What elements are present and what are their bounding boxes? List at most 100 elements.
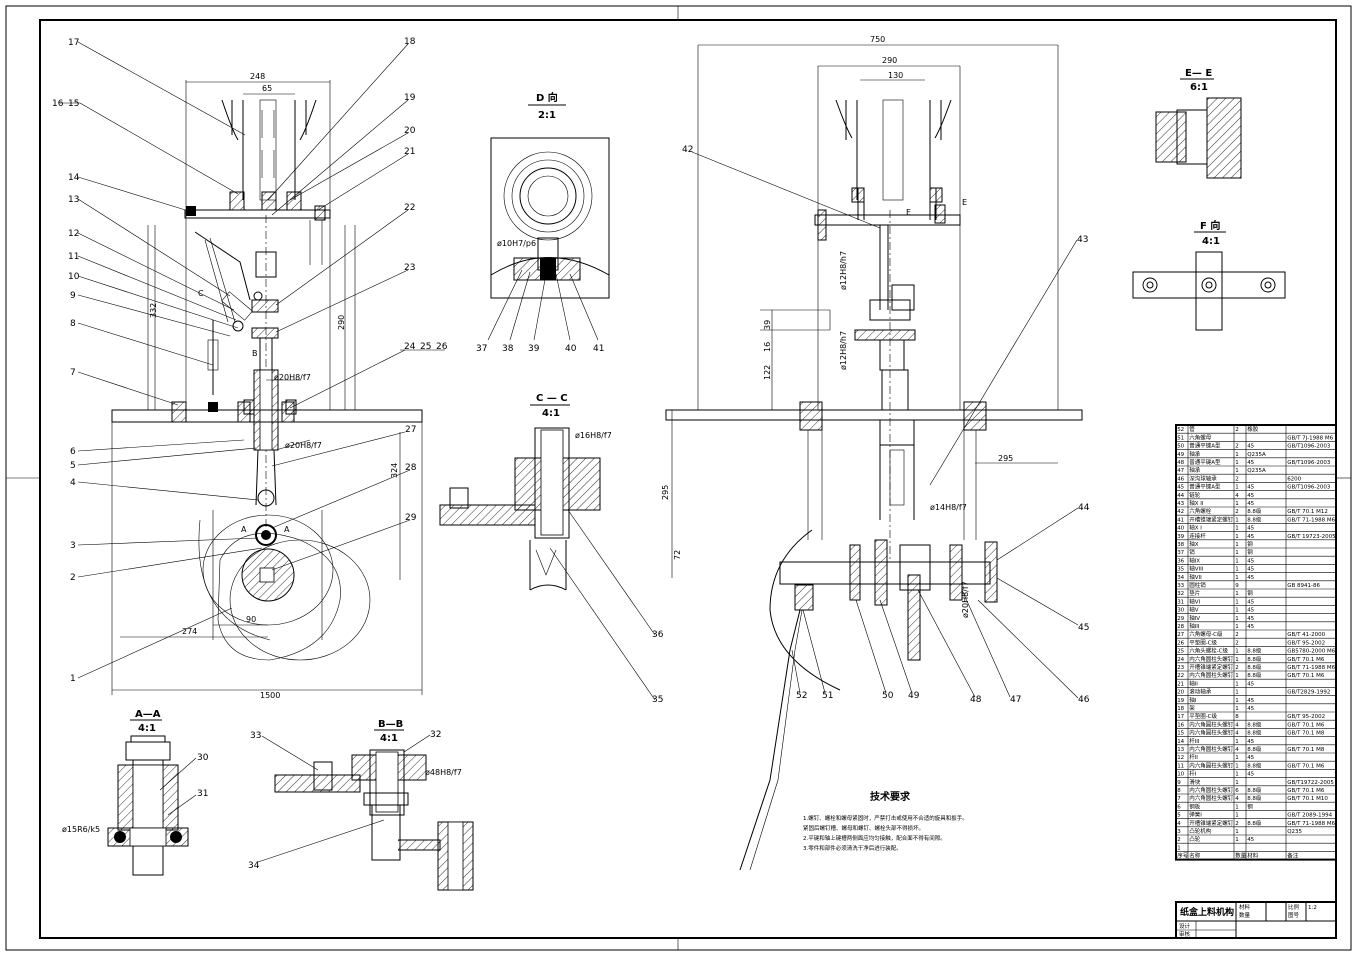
callout-21: 21 [404, 147, 415, 157]
bom-cell: 平垫圈-C级 [1189, 638, 1217, 646]
dim-290-right: 290 [882, 56, 897, 65]
bom-cell: 6 [1235, 788, 1239, 794]
callout-14: 14 [68, 173, 80, 183]
bom-cell: 1 [1235, 534, 1239, 540]
callout-23: 23 [404, 263, 415, 273]
bom-cell: 内六角圆柱头螺钉 [1189, 786, 1234, 794]
bom-cell: 18 [1177, 706, 1184, 712]
bom-cell: 1 [1235, 599, 1239, 605]
bom-cell: GB/T 70.1 M6 [1287, 763, 1325, 769]
bom-cell: 轴VI [1189, 597, 1200, 605]
bom-cell: 15 [1177, 731, 1184, 737]
callout-35: 35 [652, 695, 663, 705]
bom-cell: 1 [1177, 845, 1181, 851]
bom-cell: 16 [1177, 722, 1184, 728]
bom-cell: 44 [1177, 493, 1184, 499]
callout-40: 40 [565, 344, 577, 354]
dim-90: 90 [246, 615, 256, 624]
bom-cell: GB/T 70.1 M10 [1287, 796, 1328, 802]
bom-cell: 2 [1235, 632, 1239, 638]
bom-cell: 25 [1177, 649, 1184, 655]
bom-cell: 六角螺栓 [1189, 507, 1212, 515]
bom-cell: 轴II [1189, 679, 1198, 687]
bom-cell: 深沟球轴承 [1189, 474, 1217, 482]
right-main-view: 750 290 130 [661, 35, 1083, 871]
fit-left-2: ø20H8/f7 [285, 441, 322, 450]
tech-line-3: 2.平键和轴上键槽两侧面应均匀接触，配合面不得有间隙。 [803, 834, 946, 842]
bom-cell: 轴III [1189, 622, 1200, 630]
bom-cell: GB/T 70.1 M6 [1287, 673, 1325, 679]
bom-cell: 普通平键A型 [1189, 442, 1221, 450]
bom-cell: 内六角圆柱头螺钉 [1189, 794, 1234, 802]
bom-cell: 46 [1177, 476, 1184, 482]
bom-cell: 31 [1177, 599, 1184, 605]
bom-cell: 轴IX [1189, 556, 1200, 564]
bom-cell: 40 [1177, 526, 1184, 532]
callout-10: 10 [68, 272, 80, 282]
bom-cell: 2 [1235, 665, 1239, 671]
callout-7: 7 [70, 368, 76, 378]
bom-cell: 33 [1177, 583, 1184, 589]
bom-cell: 4 [1177, 821, 1181, 827]
bom-cell: 六角头螺栓-C级 [1189, 647, 1228, 655]
bom-cell: 45 [1247, 493, 1254, 499]
bom-frame [1175, 424, 1337, 861]
bom-cell: GB/T 71-1988 M6 [1287, 821, 1335, 827]
view-aa-title: A—A [135, 709, 161, 720]
callout-27: 27 [405, 425, 416, 435]
view-f-scale: 4:1 [1202, 236, 1220, 247]
bom-cell: 内六角圆柱头螺钉 [1189, 720, 1234, 728]
bom-cell: 4 [1235, 796, 1239, 802]
fit-d: ø10H7/p6 [497, 239, 536, 248]
callout-43: 43 [1077, 235, 1088, 245]
role-design: 设计 [1179, 922, 1191, 930]
bom-cell: GB/T2829-1992 [1287, 690, 1330, 696]
bom-cell: 1 [1235, 468, 1239, 474]
bom-header-cell: 数量 [1235, 852, 1247, 860]
center-marks [6, 6, 1351, 950]
bom-cell: 1 [1235, 452, 1239, 458]
view-f-title: F 向 [1200, 219, 1220, 232]
bom-cell: 钢 [1247, 589, 1253, 597]
bom-cell: 45 [1247, 444, 1254, 450]
bom-cell: 8.8级 [1247, 745, 1262, 753]
view-ee-title: E— E [1185, 68, 1212, 79]
bom-cell: 1 [1235, 706, 1239, 712]
bom-cell: 轴IV [1189, 614, 1200, 622]
fit-right-1: ø14H8/f7 [930, 503, 967, 512]
bom-cell: 销 [1189, 548, 1195, 556]
bom-cell: 轴X II [1189, 499, 1204, 507]
bom-cell: 45 [1247, 616, 1254, 622]
callout-29: 29 [405, 513, 417, 523]
callout-24: 24 [404, 342, 416, 352]
tech-requirements: 技术要求 1.螺钉、螺栓和螺母紧固时，严禁打击或使用不合适的旋具和扳手。 紧固后… [803, 790, 968, 852]
callout-31: 31 [197, 789, 208, 799]
bom-cell: 12 [1177, 755, 1184, 761]
bom-cell: 17 [1177, 714, 1184, 720]
bom-cell: 45 [1247, 837, 1254, 843]
bom-cell: 1 [1235, 558, 1239, 564]
bom-cell: GB/T 7J-1988 M6 [1287, 435, 1333, 441]
view-cc-scale: 4:1 [542, 408, 560, 419]
fit-cc: ø16H8/f7 [575, 431, 612, 440]
bom-cell: GB/T 41-2000 [1287, 632, 1325, 638]
bom-cell: 11 [1177, 763, 1184, 769]
bom-cell: 凸轮 [1189, 835, 1201, 843]
bom-cell: 4 [1235, 747, 1239, 753]
outer-frame [5, 5, 1352, 951]
callout-3: 3 [70, 541, 76, 551]
bom-cell: 4 [1235, 493, 1239, 499]
bom-header-cell: 序号 [1177, 852, 1189, 860]
view-d-title: D 向 [536, 91, 558, 104]
dim-1500: 1500 [260, 691, 280, 700]
bom-cell: 34 [1177, 575, 1184, 581]
callout-34: 34 [248, 861, 260, 871]
bom-cell: GB/T1096-2003 [1287, 444, 1331, 450]
title-block: 纸盒上料机构 材料 比例 1:2 数量 图号 设计 审核 [1175, 901, 1337, 939]
bom-cell: 20 [1177, 690, 1184, 696]
dim-274: 274 [182, 627, 197, 636]
bom-cell: 3 [1177, 829, 1181, 835]
bom-cell: 8.8级 [1247, 819, 1262, 827]
bom-cell: 4 [1235, 731, 1239, 737]
